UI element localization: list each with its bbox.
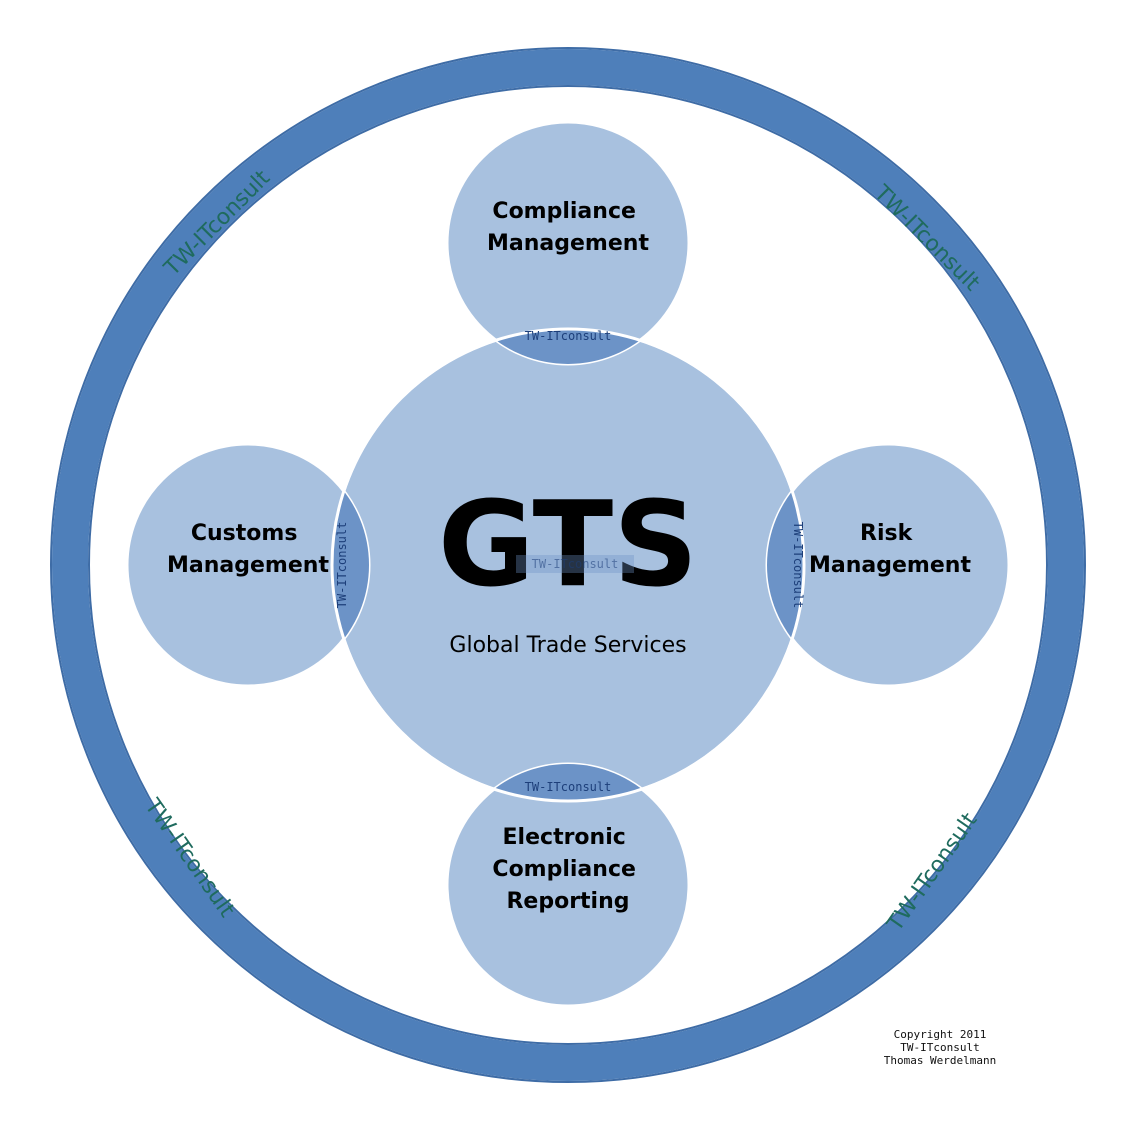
lens-label-bottom: TW-ITconsult: [525, 780, 612, 794]
ring-label-top-left: TW-ITconsult: [159, 165, 275, 281]
lens-label-top: TW-ITconsult: [525, 329, 612, 343]
center-watermark: TW-ITconsult: [532, 557, 619, 571]
copyright-notice: Copyright 2011 TW-ITconsult Thomas Werde…: [850, 1028, 1030, 1067]
satellite-left-title: Customs Management: [167, 521, 329, 578]
satellite-top-title: Compliance Management: [487, 199, 649, 256]
center-circle-outline: [330, 327, 806, 803]
copyright-line-1: Copyright 2011: [893, 1028, 987, 1041]
satellite-right-title: Risk Management: [809, 521, 971, 578]
center-title: GTS: [438, 475, 698, 613]
copyright-line-3: Thomas Werdelmann: [883, 1054, 997, 1067]
lens-label-left: TW-ITconsult: [335, 522, 349, 609]
outer-ring: [52, 49, 1084, 1081]
copyright-line-2: TW-ITconsult: [900, 1041, 980, 1054]
center-subtitle: Global Trade Services: [449, 633, 686, 658]
outer-ring-edge-outer: [50, 47, 1086, 1083]
lens-label-right: TW-ITconsult: [791, 522, 805, 609]
satellite-bottom-title: Electronic Compliance Reporting: [492, 825, 643, 914]
center-watermark-box: [516, 555, 634, 573]
outer-ring-edge-inner: [88, 85, 1048, 1045]
